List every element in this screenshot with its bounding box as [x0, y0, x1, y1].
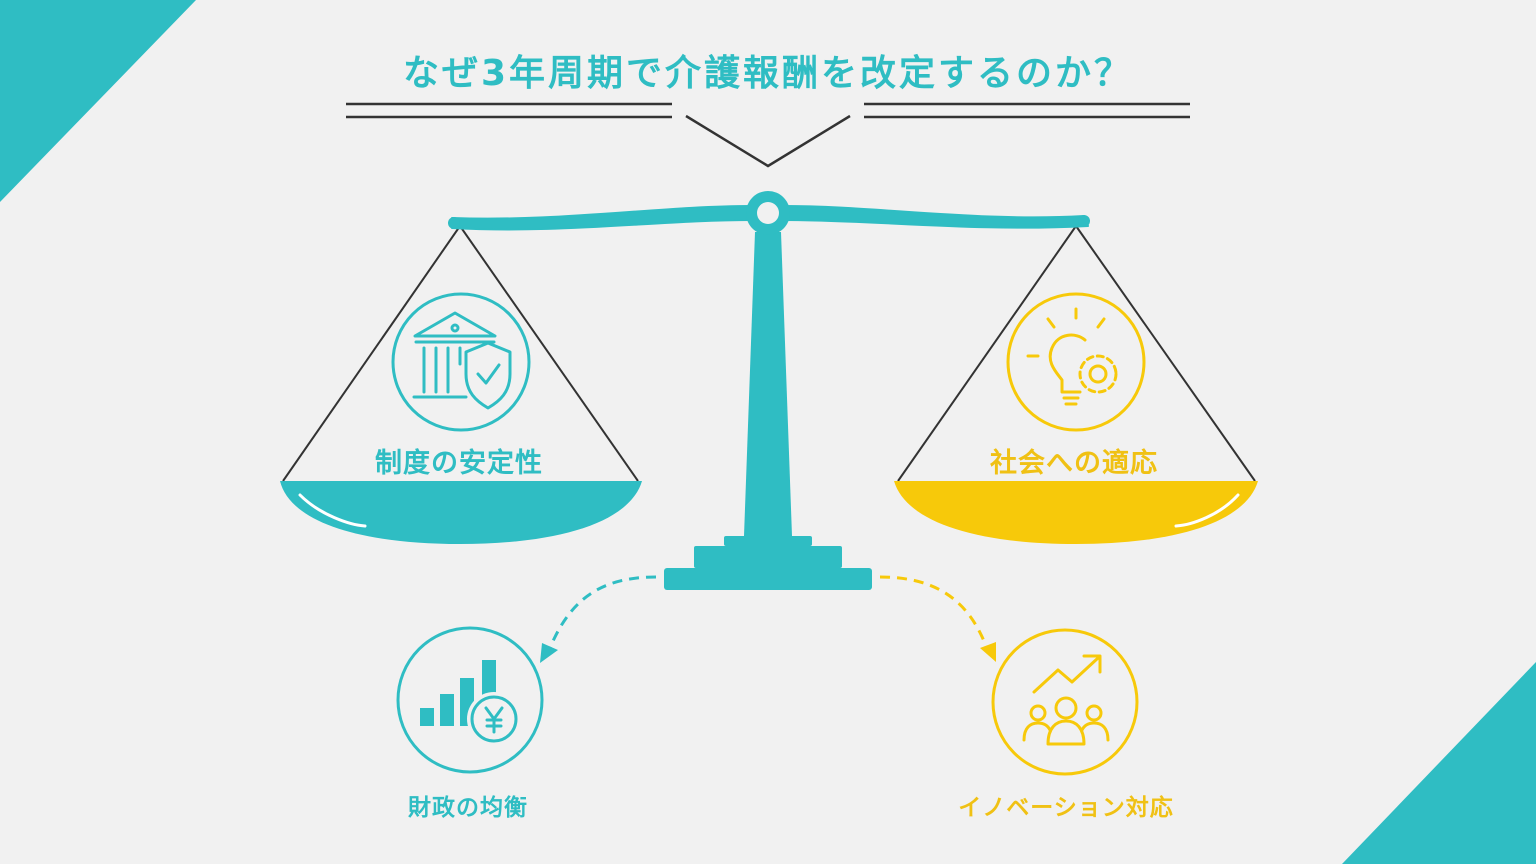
left-pan-highlight — [298, 493, 367, 528]
growth-people-icon — [991, 628, 1139, 776]
scale-strings — [282, 225, 1256, 482]
top-left-corner-triangle — [0, 0, 196, 202]
scale-beam-end-right — [1078, 215, 1090, 227]
right-pan — [894, 481, 1258, 544]
scale-base — [664, 536, 872, 590]
innovation-label: イノベーション対応 — [958, 795, 1174, 821]
scale-pivot-hole — [757, 202, 779, 224]
bottom-right-corner-triangle — [1342, 662, 1536, 864]
title-divider — [346, 102, 1190, 168]
fiscal-balance-label: 財政の均衡 — [408, 795, 528, 821]
lightbulb-gear-icon — [1006, 292, 1146, 432]
arrow-head-left — [540, 643, 558, 663]
right-pan-label: 社会への適応 — [990, 448, 1158, 479]
bar-chart-yen-icon — [396, 626, 544, 774]
left-pan-label: 制度の安定性 — [375, 448, 543, 479]
page-title: なぜ3年周期で介護報酬を改定するのか？ — [402, 53, 1134, 94]
right-pan-highlight — [1174, 493, 1240, 528]
bank-shield-icon — [391, 292, 531, 432]
arrow-to-innovation — [879, 575, 988, 647]
scale-beam-end-left — [448, 217, 460, 229]
arrow-to-fiscal-balance — [548, 575, 657, 649]
scale-pillar — [744, 232, 792, 536]
left-pan — [280, 481, 642, 544]
arrow-head-right — [980, 642, 996, 662]
